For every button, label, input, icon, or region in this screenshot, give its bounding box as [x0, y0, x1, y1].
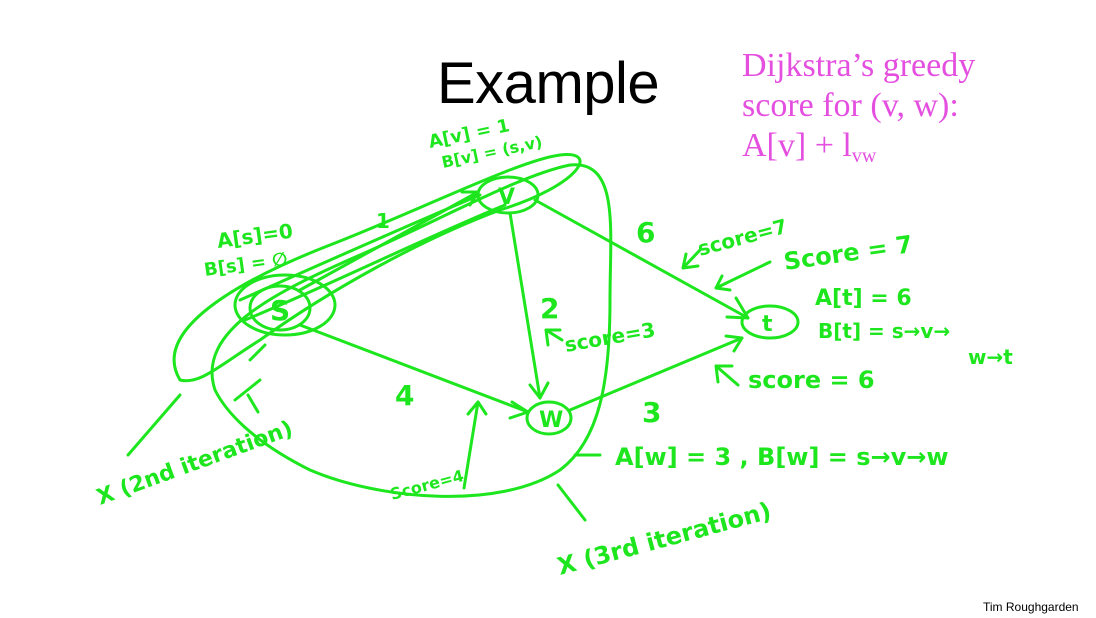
annotation-w-result: A[w] = 3 , B[w] = s→v→w [615, 443, 949, 471]
edge-length-w-t: 3 [642, 396, 661, 429]
node-v-label: V [498, 185, 515, 210]
author-credit: Tim Roughgarden [983, 600, 1079, 614]
node-s-label: S [270, 294, 290, 327]
annotation-score-4: Score=4 [388, 466, 466, 504]
annotation-iteration-3: X (3rd iteration) [554, 497, 774, 581]
node-t-label: t [762, 312, 773, 337]
arrowhead-v-t [725, 296, 750, 320]
node-w-circle [525, 400, 573, 436]
node-w-label: W [539, 408, 563, 433]
annotation-iteration-2: X (2nd iteration) [94, 416, 297, 510]
node-s-circle-outer [233, 273, 337, 337]
pointer-score-3 [544, 328, 564, 347]
node-s-circle [248, 284, 312, 332]
greedy-score-formula: Dijkstra’s greedy score for (v, w): A[v]… [742, 46, 975, 176]
formula-line-2: score for (v, w): [742, 87, 959, 124]
slide-title: Example [437, 51, 660, 116]
edge-length-v-w: 2 [540, 292, 559, 325]
edge-v-w [508, 211, 542, 400]
edge-length-s-v: 1 [376, 209, 390, 233]
iteration-3-tick [248, 343, 267, 362]
frontier-boundary-4 [243, 203, 507, 322]
annotation-a-s: A[s]=0 [215, 219, 294, 253]
formula-main: A[v] + l [742, 127, 852, 164]
frontier-boundary-2 [210, 163, 613, 498]
pointer-score-7a [681, 248, 702, 270]
arrowhead-v-w [528, 381, 550, 400]
annotation-b-t-line-2: w→t [968, 345, 1013, 369]
pointer-score-4 [462, 400, 488, 490]
annotation-b-t-line-1: B[t] = s→v→ [818, 319, 950, 343]
edge-length-v-t: 6 [636, 216, 655, 249]
edge-w-t [568, 336, 744, 412]
iteration-3-line [556, 483, 587, 522]
edge-s-w [298, 323, 530, 414]
edge-length-s-w: 4 [395, 379, 414, 412]
formula-line-3: A[v] + lvw [742, 126, 975, 176]
annotation-score-7b: Score = 7 [782, 230, 914, 276]
pointer-score-6 [714, 364, 740, 387]
iteration-2-tick [233, 378, 262, 414]
annotation-score-7a: score=7 [695, 214, 790, 261]
edge-s-v [298, 190, 480, 292]
arrowhead-w-t [724, 334, 744, 353]
pointer-score-7b [714, 260, 772, 292]
edge-v-t [533, 198, 750, 320]
formula-subscript: vw [851, 145, 877, 167]
formula-line-1: Dijkstra’s greedy [742, 47, 976, 84]
arrowhead-s-v [460, 190, 480, 207]
iteration-2-line [126, 393, 182, 457]
annotation-a-t: A[t] = 6 [815, 286, 912, 311]
node-t-circle [740, 304, 800, 340]
annotation-score-6: score = 6 [748, 366, 875, 394]
node-v-circle [476, 175, 540, 215]
arrowhead-s-w [508, 400, 530, 420]
